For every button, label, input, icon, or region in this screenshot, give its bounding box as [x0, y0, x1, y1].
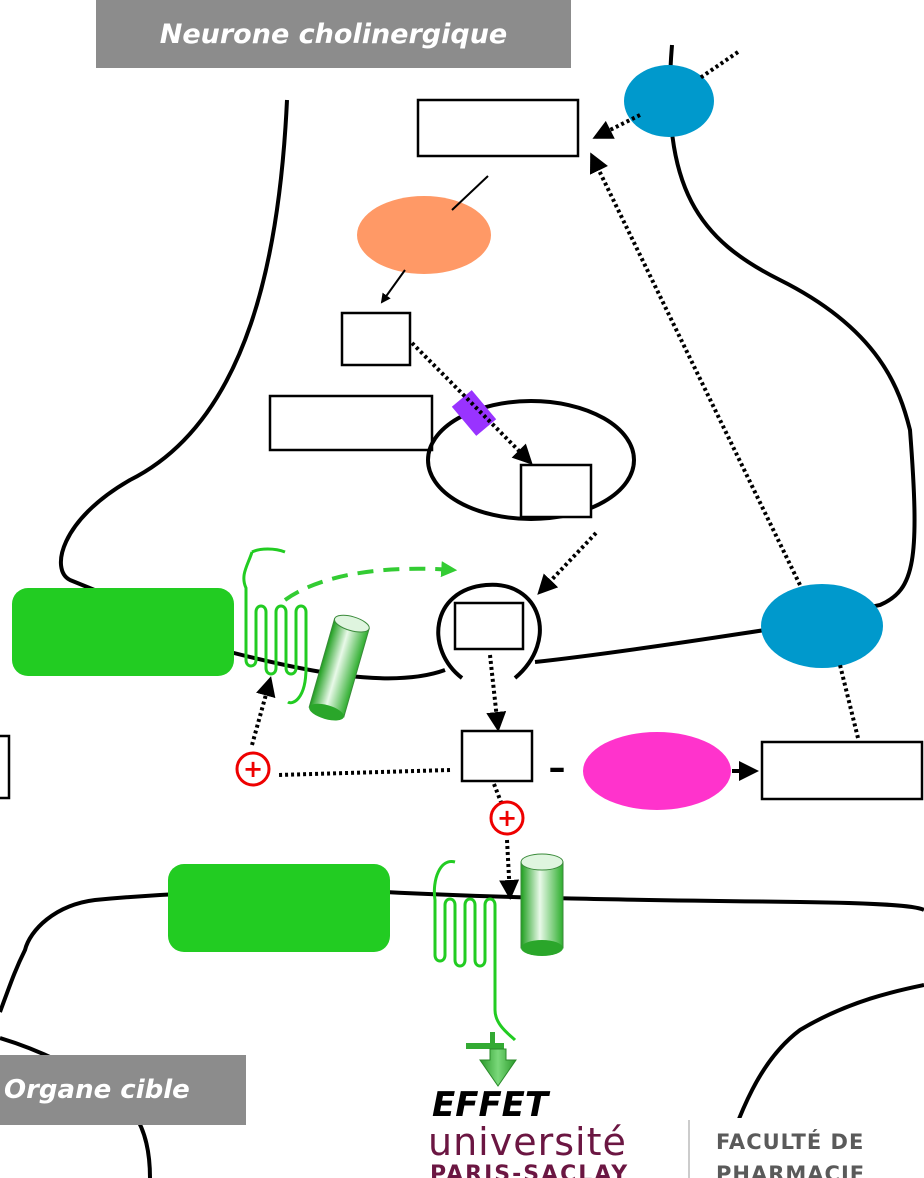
presynaptic-receptor-block — [12, 588, 234, 676]
box-metabolite — [760, 740, 924, 801]
logo-separator — [688, 1120, 690, 1178]
release-vesicle — [436, 582, 542, 680]
box-left-edge — [0, 734, 11, 800]
neuron-membrane-right — [534, 44, 917, 664]
neuron-title: Neurone cholinergique — [159, 18, 508, 50]
postsynaptic-gpcr — [432, 860, 517, 1042]
presynaptic-gpcr — [242, 547, 308, 705]
box-left-vesicle — [268, 394, 434, 452]
university-logo: université PARIS-SACLAY FACULTÉ DE PHARM… — [428, 1118, 924, 1178]
reuptake-transporter — [761, 584, 883, 668]
arrow-small-box-to-vesicle — [410, 341, 533, 465]
box-top — [416, 98, 580, 158]
vesicular-transporter — [451, 390, 497, 436]
arrow-into-top-transporter — [698, 50, 740, 80]
box-inside-vesicle — [519, 463, 593, 519]
arrow-box-to-enzyme — [451, 175, 489, 211]
postsynaptic-ion-channel — [520, 853, 564, 956]
arrow-plus-to-presynaptic-receptor — [250, 676, 276, 746]
plus-circle-left — [235, 751, 271, 787]
target-membrane — [0, 888, 924, 1013]
plus-circle-lower — [489, 800, 525, 836]
box-synaptic-cleft — [460, 729, 534, 783]
plus-sign-left: + — [243, 755, 263, 783]
arrow-cleft-to-plus-left — [277, 768, 451, 777]
neuron-title-banner: Neurone cholinergique — [96, 0, 571, 68]
arrow-receptor-to-release — [283, 561, 458, 602]
arrow-transporter-to-box-top — [592, 113, 641, 139]
box-small-middle — [340, 311, 412, 367]
arrow-vesicle-to-release — [537, 531, 598, 595]
presynaptic-ion-channel — [308, 614, 370, 721]
logo-university-sub: PARIS-SACLAY — [430, 1162, 630, 1178]
neuron-membrane-left — [58, 99, 446, 681]
target-title-banner: Organe cible — [0, 1055, 246, 1125]
arrow-enzyme-to-box — [380, 269, 406, 304]
transporter-top — [624, 65, 714, 137]
logo-faculty-line1: FACULTÉ DE — [716, 1130, 865, 1154]
postsynaptic-receptor-block — [168, 864, 390, 952]
enzyme-synthesis — [357, 196, 491, 274]
esterase-enzyme — [583, 732, 731, 810]
box-release-vesicle — [453, 601, 525, 651]
storage-vesicle — [426, 399, 636, 521]
arrow-release-to-cleft — [486, 654, 507, 732]
minus-sign: – — [549, 748, 566, 788]
arrow-metabolite-to-reuptake — [838, 664, 860, 739]
arrow-reuptake-to-box-top — [589, 152, 802, 586]
plus-sign-lower: + — [497, 804, 517, 832]
target-title: Organe cible — [4, 1075, 190, 1105]
logo-university: université — [428, 1120, 627, 1164]
effect-arrow — [466, 1032, 517, 1087]
logo-faculty-line2: PHARMACIE — [716, 1162, 866, 1178]
arrow-plus-to-postsynaptic-receptor — [499, 839, 520, 900]
